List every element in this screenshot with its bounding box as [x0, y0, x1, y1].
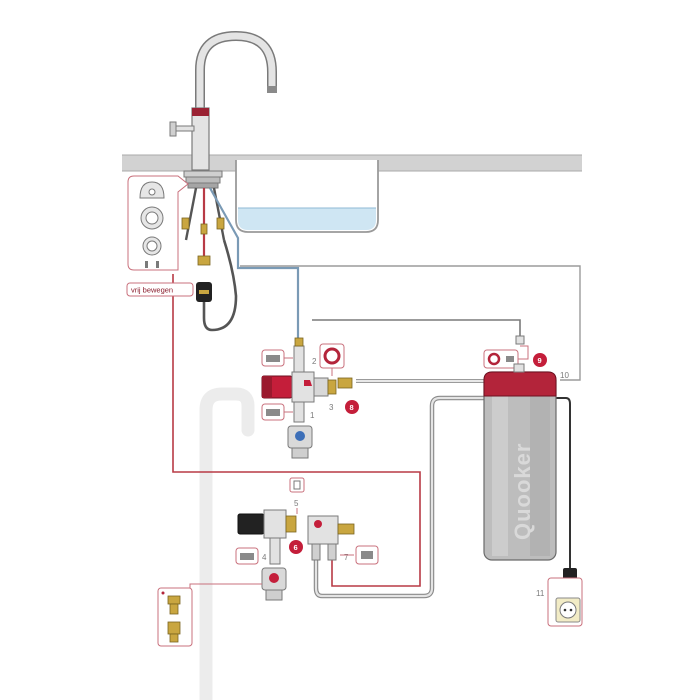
power-plug-socket: 11: [536, 568, 583, 627]
tank-brand: Quooker: [510, 443, 535, 540]
brass-fitting-icon: [167, 595, 181, 605]
lower-manifold-assembly: [237, 509, 355, 601]
sink-basin: [235, 160, 379, 233]
upper-valve-callouts: 2 1 3 8: [261, 343, 359, 421]
manifold-red-icon: [314, 520, 322, 528]
step-label-4: 4: [262, 553, 267, 562]
step-label-1: 1: [310, 411, 315, 420]
tank-seal-icon: [487, 352, 501, 366]
hot-valve-icon: [269, 573, 279, 583]
step-badge-6-label: 6: [294, 543, 298, 552]
step-label-10: 10: [560, 371, 569, 380]
free-move-label: vrij bewegen: [131, 286, 173, 295]
drain-pipe: [199, 387, 255, 700]
mounting-plate: [183, 170, 223, 189]
faucet: [169, 30, 277, 173]
boiler-tank: Quooker: [483, 363, 557, 561]
brass-adapter-icon: [167, 621, 181, 635]
quick-connector: [196, 282, 212, 318]
cold-valve-icon: [295, 431, 305, 441]
tank-top-callout: 9 10: [483, 335, 569, 380]
step-badge-6: [289, 540, 303, 554]
wall-socket-icon: [559, 601, 577, 619]
faucet-hoses: [181, 187, 300, 340]
step-label-7: 7: [344, 553, 349, 562]
step-label-2: 2: [312, 357, 317, 366]
step-label-11: 11: [536, 589, 545, 598]
upper-valve-assembly: [261, 337, 353, 459]
free-move-tag: vrij bewegen: [126, 282, 194, 297]
lower-callouts: 5 6 4 7: [235, 477, 379, 565]
supply-pipes: [240, 265, 581, 599]
hot-pipe: [172, 274, 421, 520]
step-label-3: 3: [329, 403, 334, 412]
mounting-parts-inset: [127, 175, 189, 271]
seal-ring-icon: [323, 347, 341, 365]
step-badge-9-label: 9: [538, 356, 542, 365]
step-label-5: 5: [294, 499, 299, 508]
step-badge-8-label: 8: [350, 403, 354, 412]
step-badge-8: [345, 400, 359, 414]
fittings-inset: [157, 583, 262, 647]
step-badge-9: [533, 353, 547, 367]
